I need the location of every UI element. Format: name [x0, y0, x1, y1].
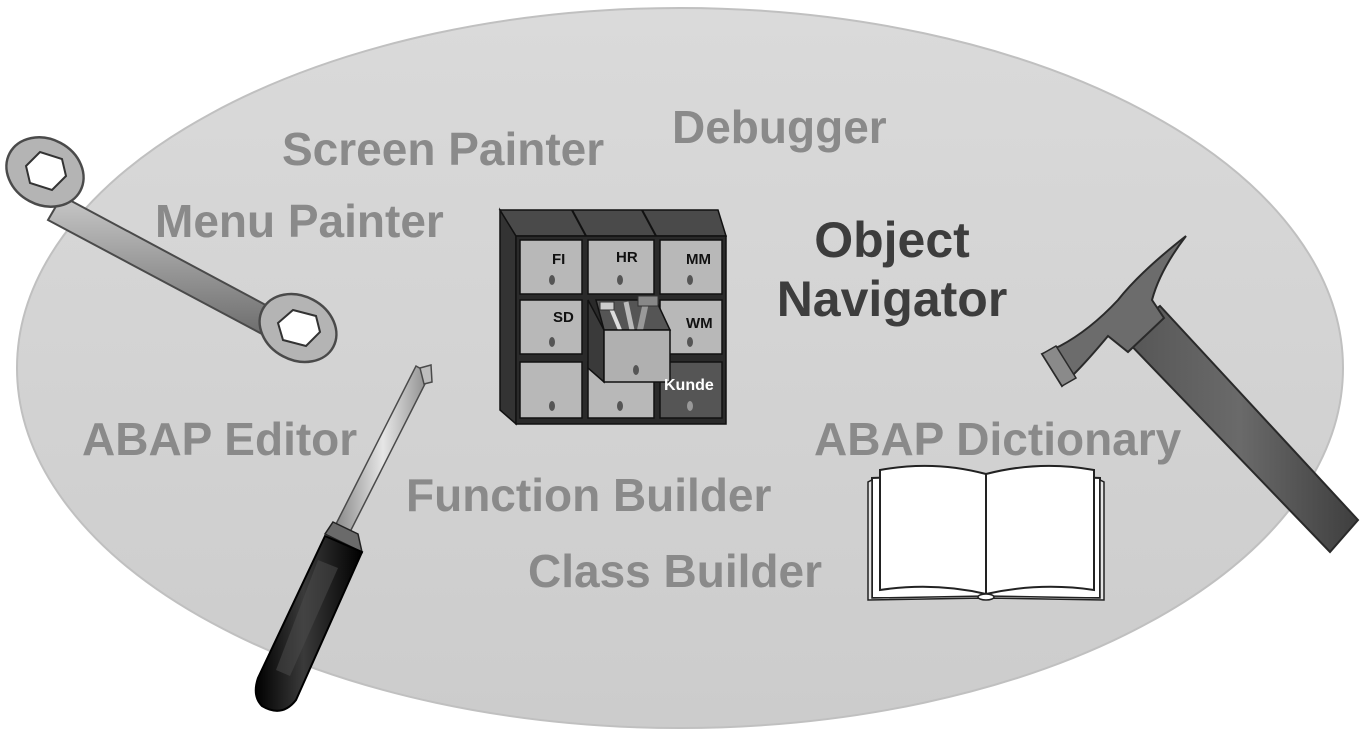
cabinet-drawer [659, 239, 723, 295]
label-object-navigator-line2: Navigator [776, 271, 1008, 327]
screwdriver-icon [254, 364, 433, 712]
label-abap-dictionary: ABAP Dictionary [814, 413, 1182, 465]
drawer-label-kunde: Kunde [664, 377, 714, 394]
drawer-label-mm: MM [686, 251, 711, 268]
drawer-label-fi: FI [552, 251, 565, 268]
cabinet-icon: FI HR MM SD WM Kunde [498, 207, 728, 426]
label-abap-editor: ABAP Editor [82, 413, 358, 465]
drawer-label-sd: SD [553, 309, 574, 326]
label-class-builder: Class Builder [528, 545, 822, 597]
label-debugger: Debugger [672, 101, 887, 153]
drawer-label-hr: HR [616, 249, 638, 266]
label-object-navigator-line1: Object [814, 212, 970, 268]
hammer-icon [1040, 235, 1360, 554]
drawer-label-wm: WM [686, 315, 713, 332]
wrench-icon [5, 136, 338, 364]
label-object-navigator: Object Navigator [772, 211, 1012, 329]
book-icon [867, 464, 1105, 601]
cabinet-drawer [587, 239, 655, 295]
label-function-builder: Function Builder [406, 469, 772, 521]
label-screen-painter: Screen Painter [282, 123, 605, 175]
label-menu-painter: Menu Painter [155, 195, 444, 247]
cabinet-drawer [519, 239, 583, 295]
